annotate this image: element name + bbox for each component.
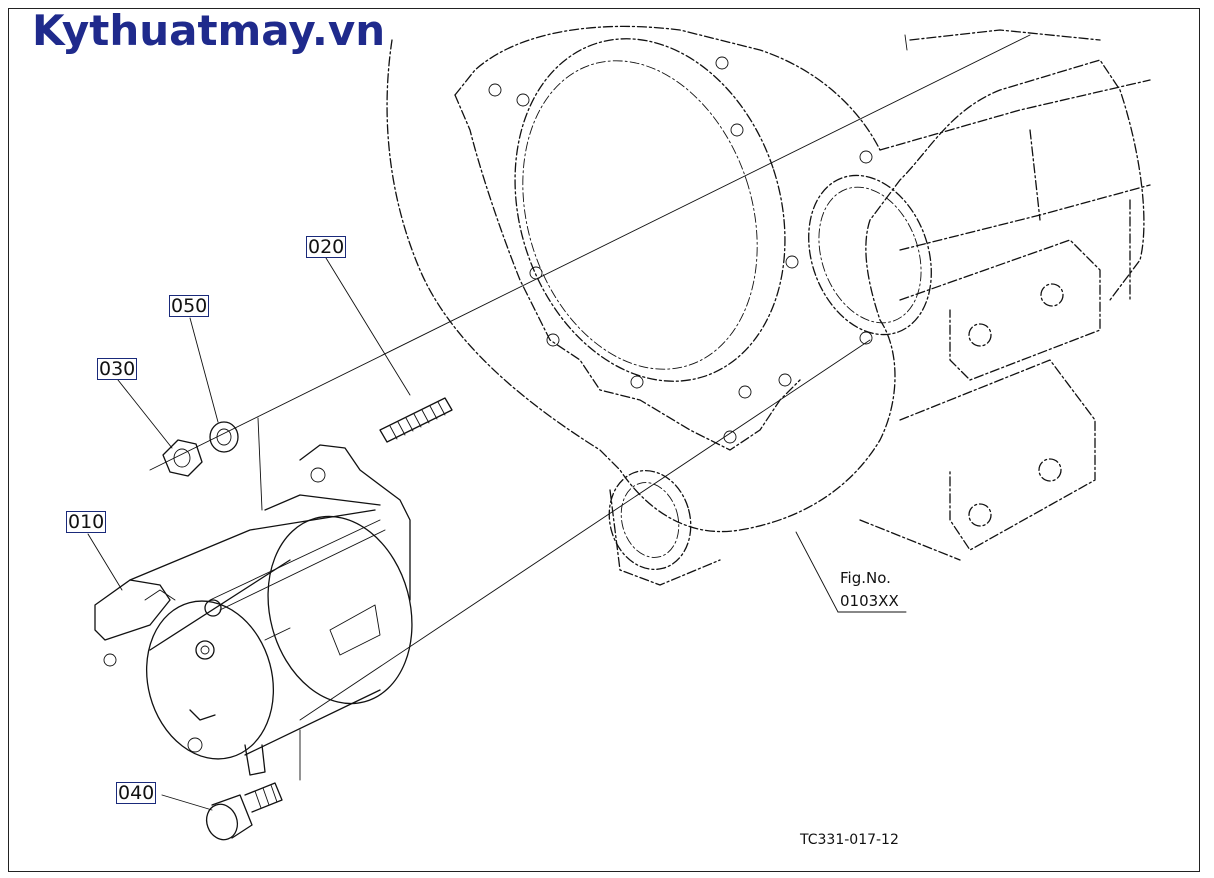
flywheel-housing xyxy=(386,25,1145,586)
spring-washer xyxy=(209,421,239,453)
stud-bolt xyxy=(379,397,453,443)
hex-nut xyxy=(162,439,203,477)
leader-lines xyxy=(87,257,907,811)
figure-ref-number: 0103XX xyxy=(840,592,899,610)
watermark-logo: Kythuatmay.vn xyxy=(32,6,386,55)
callout-020: 020 xyxy=(306,236,347,258)
assembly-lines xyxy=(149,34,1031,781)
drawing-frame xyxy=(8,8,1200,872)
callout-010: 010 xyxy=(66,511,107,533)
engine-block xyxy=(859,29,1151,561)
callout-040: 040 xyxy=(116,782,157,804)
callout-050: 050 xyxy=(169,295,210,317)
drawing-code: TC331-017-12 xyxy=(800,832,899,848)
mounting-bolt xyxy=(205,782,283,841)
figure-ref-label: Fig.No. xyxy=(840,569,891,587)
callout-030: 030 xyxy=(97,358,138,380)
starter-motor xyxy=(94,444,413,776)
